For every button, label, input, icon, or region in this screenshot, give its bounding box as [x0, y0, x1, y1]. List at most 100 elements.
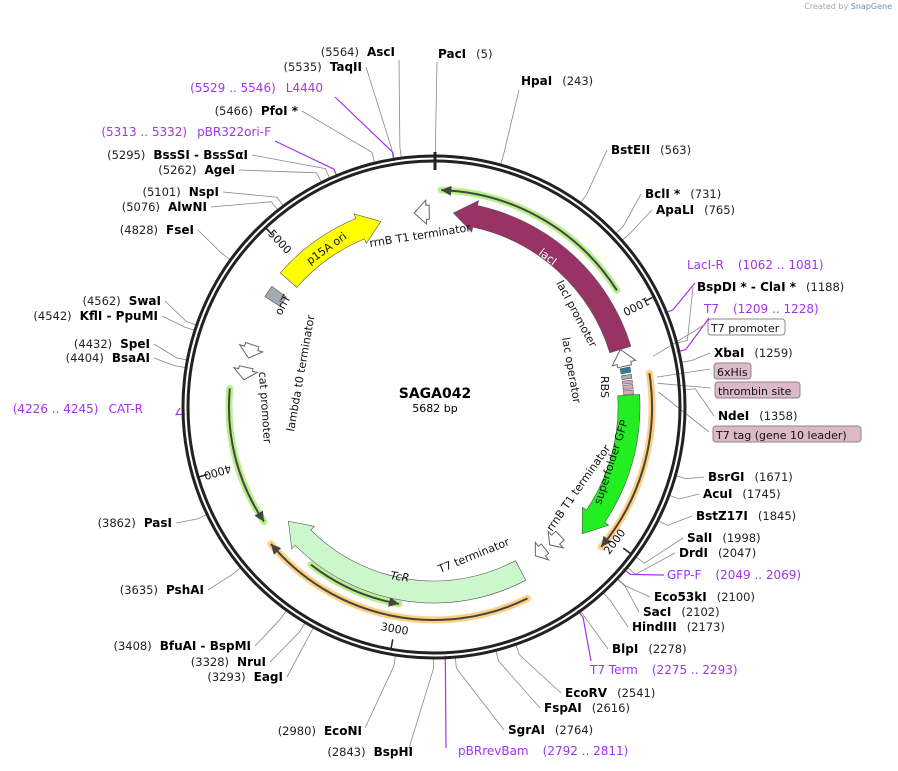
enzyme-site[interactable]: BstEII(563): [611, 143, 691, 157]
primer-leader-line: [676, 317, 710, 353]
enzyme-position: (4432): [74, 337, 112, 351]
enzyme-leader-line: [515, 645, 562, 694]
enzyme-leader-line: [617, 579, 640, 613]
feature-tcr[interactable]: [288, 520, 527, 604]
enzyme-site[interactable]: (2980)EcoNI: [278, 724, 362, 738]
enzyme-site[interactable]: (4562)SwaI: [82, 294, 161, 308]
enzyme-site[interactable]: (4432)SpeI: [74, 337, 150, 351]
enzyme-position: (1998): [722, 531, 760, 545]
primer-label[interactable]: LacI-R(1062 .. 1081): [687, 258, 824, 272]
enzyme-site[interactable]: PacI(5): [438, 47, 492, 61]
enzyme-name: EcoNI: [324, 724, 362, 738]
enzyme-site[interactable]: (3408)BfuAI - BspMI: [113, 639, 251, 653]
enzyme-site[interactable]: (5101)NspI: [143, 185, 220, 199]
enzyme-position: (3328): [191, 655, 229, 669]
primer-label[interactable]: pBRrevBam(2792 .. 2811): [458, 744, 628, 758]
enzyme-position: (4562): [82, 294, 120, 308]
feature-label-box[interactable]: [712, 425, 862, 443]
primer-arc[interactable]: [600, 373, 654, 548]
enzyme-site[interactable]: (3862)PasI: [98, 516, 172, 530]
enzyme-site[interactable]: SgrAI(2764): [508, 723, 593, 737]
feature-label-box[interactable]: [707, 318, 786, 336]
enzyme-site[interactable]: (5564)AscI: [321, 45, 395, 59]
tick-mark: [622, 547, 631, 555]
feature-label-box[interactable]: [713, 362, 752, 380]
enzyme-site[interactable]: HpaI(243): [521, 74, 593, 88]
enzyme-position: (5): [476, 47, 492, 61]
primer-arc[interactable]: [270, 543, 528, 621]
enzyme-site[interactable]: (2843)BspHI: [327, 745, 413, 759]
enzyme-site[interactable]: Eco53kI(2100): [654, 590, 755, 604]
feature-rrnb-t1-terminator[interactable]: [413, 198, 430, 226]
primer-label[interactable]: (5313 .. 5332)pBR322ori-F: [101, 125, 271, 139]
enzyme-position: (1358): [759, 409, 797, 423]
enzyme-position: (5466): [215, 104, 253, 118]
enzyme-site[interactable]: SacI(2102): [643, 605, 720, 619]
enzyme-name: XbaI: [714, 346, 744, 360]
enzyme-site[interactable]: (4542)KflI - PpuMI: [33, 309, 158, 323]
enzyme-site[interactable]: AcuI(1745): [703, 487, 781, 501]
enzyme-leader-line: [580, 149, 608, 203]
enzyme-site[interactable]: BlpI(2278): [612, 642, 687, 656]
feature-orit[interactable]: [264, 285, 287, 307]
enzyme-site[interactable]: (3328)NruI: [191, 655, 266, 669]
enzyme-site[interactable]: BstZ17I(1845): [696, 509, 796, 523]
feature-p15a-ori[interactable]: [279, 213, 382, 288]
feature-superfolder-gfp[interactable]: [581, 394, 641, 535]
feature-laci[interactable]: [452, 200, 632, 354]
enzyme-name: BclI *: [645, 187, 681, 201]
enzyme-site[interactable]: SalI(1998): [687, 531, 761, 545]
primer-label[interactable]: T7 Term(2275 .. 2293): [589, 663, 738, 677]
primer-label[interactable]: T7(1209 .. 1228): [703, 302, 819, 316]
enzyme-site[interactable]: (4828)FseI: [120, 223, 194, 237]
tag-box[interactable]: [621, 379, 633, 385]
enzyme-site[interactable]: (5535)TaqII: [283, 60, 362, 74]
enzyme-position: (563): [660, 143, 691, 157]
enzyme-name: HindIII: [632, 620, 677, 634]
feature-rbs[interactable]: [621, 373, 633, 381]
primer-arc[interactable]: [228, 388, 265, 523]
enzyme-site[interactable]: (3293)EagI: [207, 670, 283, 684]
enzyme-site[interactable]: FspAI(2616): [544, 701, 630, 715]
primer-range: (2275 .. 2293): [652, 663, 738, 677]
feature-laci-promoter[interactable]: [611, 348, 637, 369]
feature-lambda-t0-terminator[interactable]: [238, 341, 265, 359]
enzyme-site[interactable]: BclI * (731): [645, 187, 721, 201]
enzyme-site[interactable]: EcoRV(2541): [565, 686, 655, 700]
enzyme-site[interactable]: BspDI * - ClaI *(1188): [697, 280, 844, 294]
credit-prefix: Created by: [804, 2, 849, 11]
enzyme-site[interactable]: (5466)PfoI *: [215, 104, 299, 118]
enzyme-site[interactable]: HindIII(2173): [632, 620, 725, 634]
feature-cat-promoter[interactable]: [232, 365, 259, 381]
primer-label[interactable]: (4226 .. 4245)CAT-R: [13, 402, 143, 416]
enzyme-site[interactable]: (4404)BsaAI: [66, 351, 150, 365]
enzyme-site[interactable]: (5076)AlwNI: [122, 200, 207, 214]
primer-label[interactable]: (5529 .. 5546)L4440: [190, 81, 323, 95]
tick-mark: [390, 639, 394, 649]
primer-arc-arrowhead: [270, 543, 282, 555]
feature-label-tcr: TcR: [390, 569, 411, 585]
enzyme-name: DrdI: [679, 546, 708, 560]
enzyme-leader-line: [238, 169, 322, 182]
enzyme-site[interactable]: DrdI(2047): [679, 546, 756, 560]
feature-label-box[interactable]: [714, 381, 801, 399]
labels: PacI(5) HpaI(243) BstEII(563) BclI * (731) Ap…: [13, 45, 862, 759]
enzyme-name: ApaLI: [656, 203, 694, 217]
feature-lac-operator[interactable]: [619, 366, 632, 375]
enzyme-site[interactable]: (3635)PshAI: [120, 583, 204, 597]
enzyme-site[interactable]: BsrGI(1671): [708, 470, 793, 484]
enzyme-name: BspHI: [374, 745, 413, 759]
feature-rrnb-t1-terminator[interactable]: [547, 530, 565, 549]
enzyme-position: (731): [690, 187, 721, 201]
tag-box[interactable]: [622, 384, 634, 391]
enzyme-site[interactable]: (5295)BssSI - BssSαI: [107, 148, 248, 162]
enzyme-site[interactable]: ApaLI(765): [656, 203, 735, 217]
primer-arc[interactable]: [441, 189, 618, 291]
enzyme-site[interactable]: XbaI(1259): [714, 346, 793, 360]
primer-label[interactable]: GFP-F(2049 .. 2069): [667, 568, 801, 582]
enzyme-position: (3862): [98, 516, 136, 530]
feature-t7-terminator[interactable]: [534, 540, 550, 561]
enzyme-site[interactable]: (5262)AgeI: [158, 163, 235, 177]
enzyme-site[interactable]: NdeI(1358): [718, 409, 798, 423]
tag-box[interactable]: [622, 389, 634, 396]
